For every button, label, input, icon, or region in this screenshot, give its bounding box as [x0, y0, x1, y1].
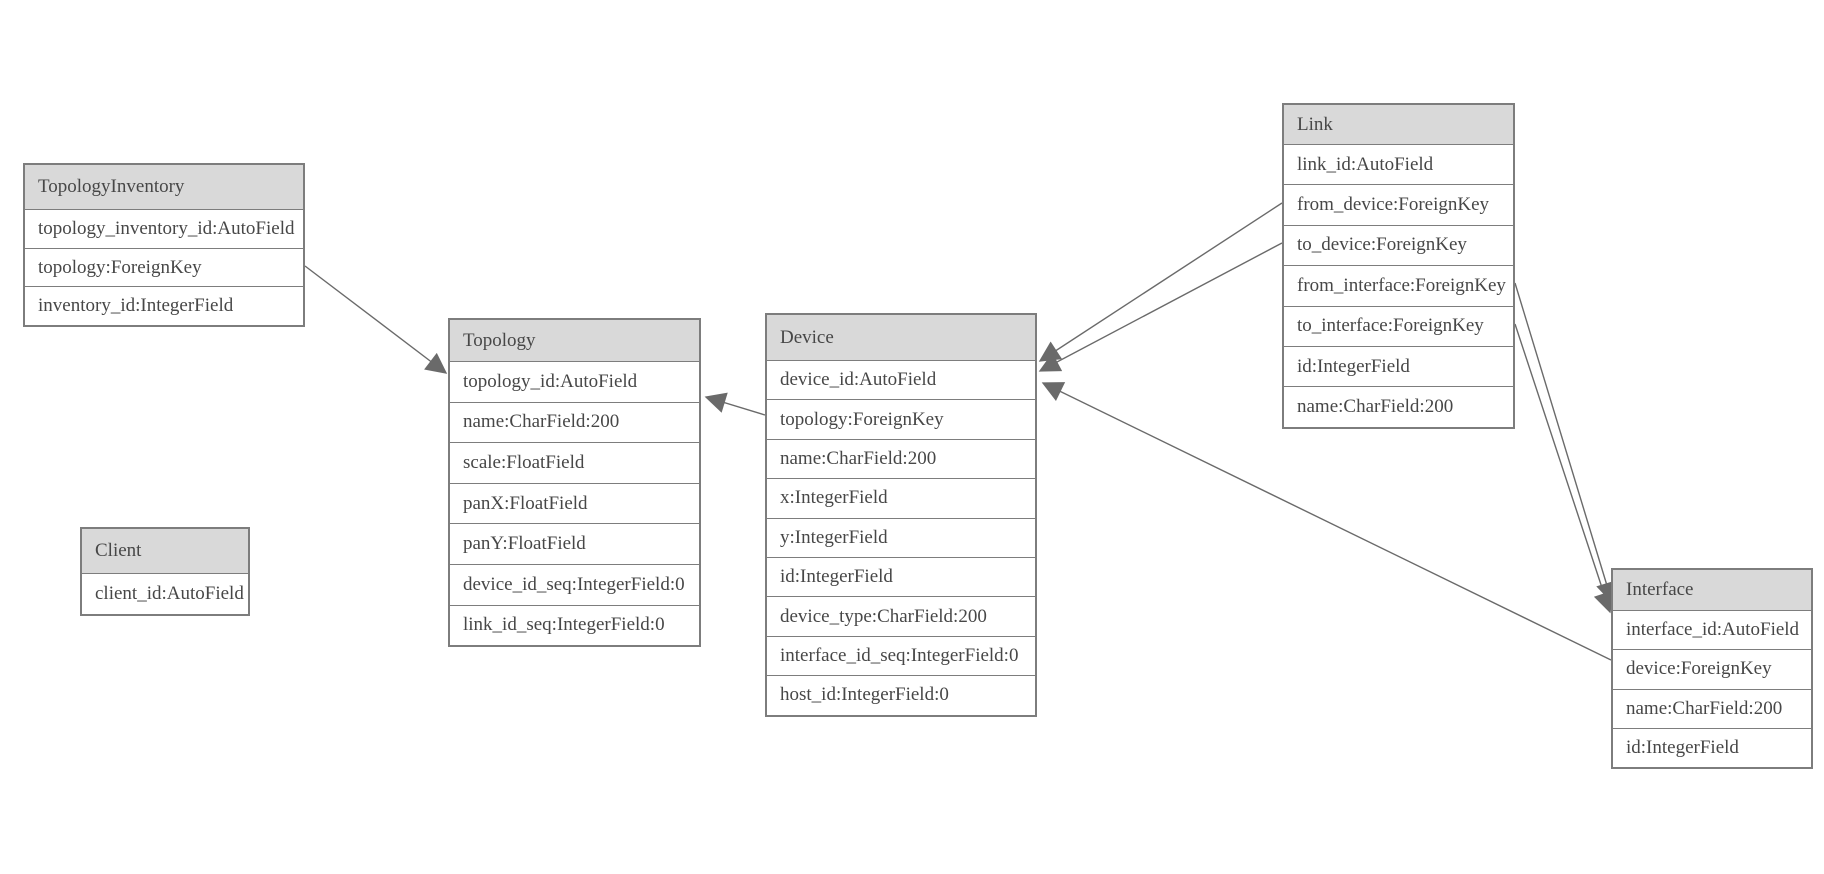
entity-field-row: name:CharField:200 [1284, 386, 1513, 427]
entity-field-row: name:CharField:200 [450, 401, 699, 443]
entity-field-row: panX:FloatField [450, 482, 699, 524]
edge-link-to_device-device [1038, 242, 1283, 372]
entity-field-row: device_type:CharField:200 [767, 596, 1035, 636]
entity-field-row: host_id:IntegerField:0 [767, 675, 1035, 715]
entity-field-row: topology_inventory_id:AutoField [25, 209, 303, 248]
entity-field-row: y:IntegerField [767, 517, 1035, 557]
entity-field-row: name:CharField:200 [767, 438, 1035, 479]
entity-field-row: x:IntegerField [767, 478, 1035, 518]
entity-field-row: topology:ForeignKey [767, 399, 1035, 439]
entity-title-link: Link [1284, 105, 1513, 144]
edge-device-topology [704, 392, 766, 416]
entity-field-row: id:IntegerField [767, 556, 1035, 597]
entity-field-row: id:IntegerField [1613, 727, 1811, 767]
entity-field-row: id:IntegerField [1284, 345, 1513, 387]
entity-field-row: device_id_seq:IntegerField:0 [450, 563, 699, 605]
entity-field-row: from_device:ForeignKey [1284, 184, 1513, 225]
entity-field-row: to_device:ForeignKey [1284, 224, 1513, 266]
entity-title-device: Device [767, 315, 1035, 360]
entity-field-row: scale:FloatField [450, 442, 699, 483]
edge-interface-device-device [1041, 382, 1612, 661]
entity-field-row: panY:FloatField [450, 523, 699, 564]
entity-title-topology_inventory: TopologyInventory [25, 165, 303, 209]
edge-link-from_interface-interface [1514, 282, 1617, 604]
entity-field-row: device_id:AutoField [767, 360, 1035, 400]
entity-field-row: client_id:AutoField [82, 573, 248, 614]
entity-field-row: device:ForeignKey [1613, 649, 1811, 689]
edge-link-to_interface-interface [1514, 323, 1614, 614]
entity-title-topology: Topology [450, 320, 699, 361]
entity-field-row: topology:ForeignKey [25, 247, 303, 287]
entity-field-row: interface_id_seq:IntegerField:0 [767, 635, 1035, 676]
entity-field-row: topology_id:AutoField [450, 361, 699, 402]
entity-title-client: Client [82, 529, 248, 573]
edge-link-from_device-device [1038, 202, 1283, 362]
entity-field-row: link_id:AutoField [1284, 144, 1513, 185]
entity-field-row: name:CharField:200 [1613, 688, 1811, 728]
entity-field-row: to_interface:ForeignKey [1284, 305, 1513, 346]
edge-topologyinventory-topology [304, 265, 448, 374]
entity-field-row: link_id_seq:IntegerField:0 [450, 604, 699, 646]
entity-title-interface: Interface [1613, 570, 1811, 610]
entity-field-row: inventory_id:IntegerField [25, 286, 303, 326]
entity-field-row: from_interface:ForeignKey [1284, 265, 1513, 306]
entity-field-row: interface_id:AutoField [1613, 610, 1811, 650]
